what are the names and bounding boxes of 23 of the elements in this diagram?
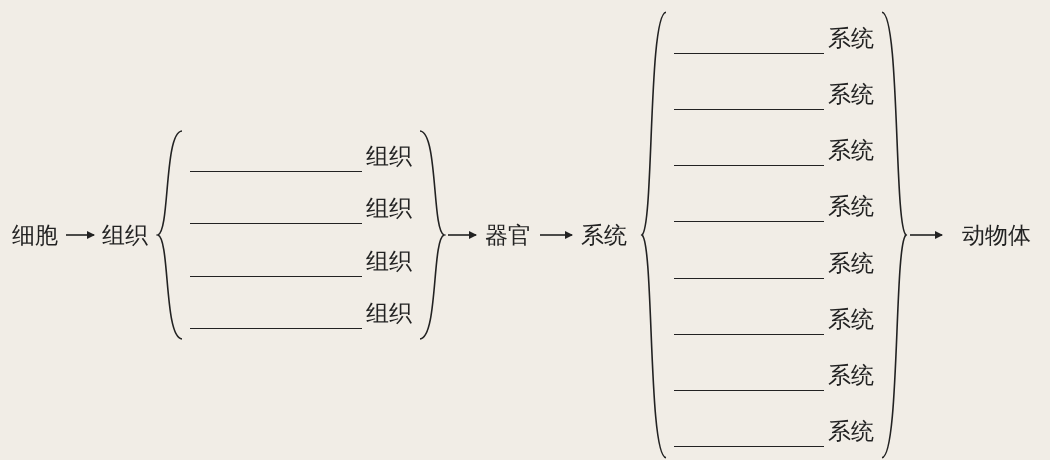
arrow	[447, 231, 477, 239]
node-text: 系统	[574, 217, 634, 253]
brace-group	[156, 130, 446, 340]
item-text: 系统	[828, 361, 874, 391]
item-text: 组织	[366, 141, 412, 171]
item-text: 系统	[828, 248, 874, 278]
item-text: 系统	[828, 417, 874, 447]
node-text: 动物体	[944, 217, 1048, 253]
item-text: 组织	[366, 194, 412, 224]
node-text: 器官	[478, 217, 538, 253]
item-text: 系统	[828, 79, 874, 109]
item-text: 系统	[828, 136, 874, 166]
node-text: 组织	[96, 217, 154, 253]
item-text: 系统	[828, 304, 874, 334]
node-text: 细胞	[6, 217, 64, 253]
item-text: 组织	[366, 299, 412, 329]
arrow	[65, 231, 95, 239]
arrow	[909, 231, 943, 239]
item-text: 组织	[366, 246, 412, 276]
arrow	[539, 231, 573, 239]
brace-group	[640, 10, 908, 460]
item-text: 系统	[828, 192, 874, 222]
item-text: 系统	[828, 23, 874, 53]
